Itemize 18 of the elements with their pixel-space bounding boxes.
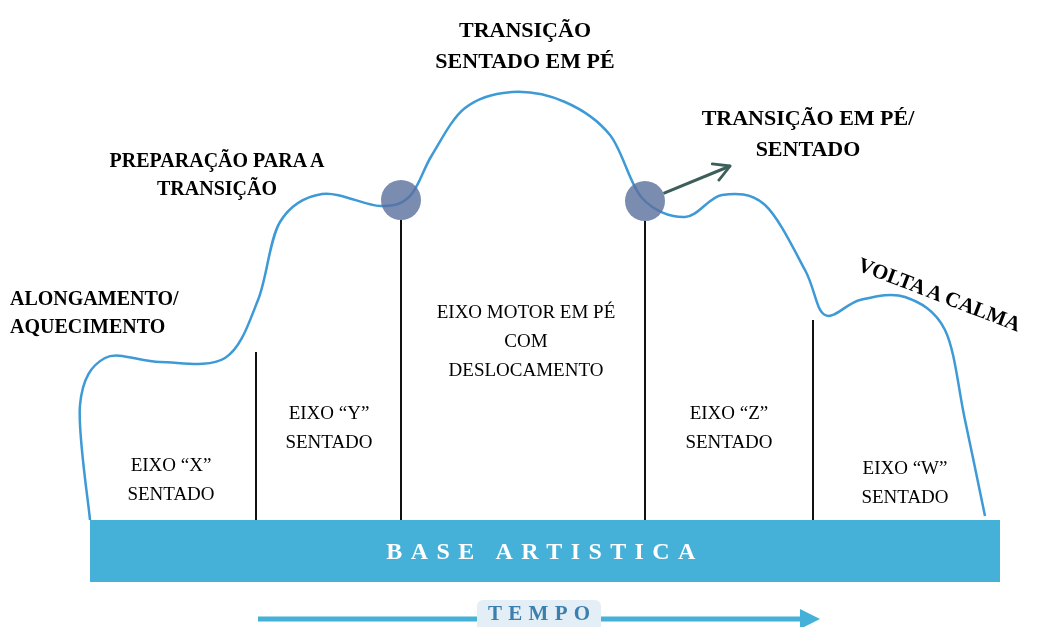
stage-title: TRANSIÇÃO SENTADO EM PÉ bbox=[434, 16, 616, 75]
axis-label: EIXO MOTOR EM PÉ COM DESLOCAMENTO bbox=[435, 300, 617, 382]
stage-title: ALONGAMENTO/ AQUECIMENTO bbox=[10, 286, 180, 339]
transition-point bbox=[381, 180, 421, 220]
axis-label: EIXO “W” SENTADO bbox=[860, 456, 950, 509]
stage-title: PREPARAÇÃO PARA A TRANSIÇÃO bbox=[108, 148, 326, 202]
arrow bbox=[662, 162, 732, 195]
connector-line bbox=[400, 219, 402, 521]
base-label: BASE ARTISTICA bbox=[386, 537, 704, 566]
stage-title: TRANSIÇÃO EM PÉ/ SENTADO bbox=[700, 104, 916, 163]
base-bar bbox=[90, 520, 1000, 582]
time-label: TEMPO bbox=[486, 601, 597, 625]
axis-label: EIXO “Y” SENTADO bbox=[284, 401, 374, 454]
time-label-pill bbox=[477, 600, 601, 627]
axis-label: EIXO “Z” SENTADO bbox=[684, 401, 774, 454]
transition-point bbox=[625, 181, 665, 221]
connector-line bbox=[644, 220, 646, 521]
axis-label: EIXO “X” SENTADO bbox=[126, 453, 216, 506]
